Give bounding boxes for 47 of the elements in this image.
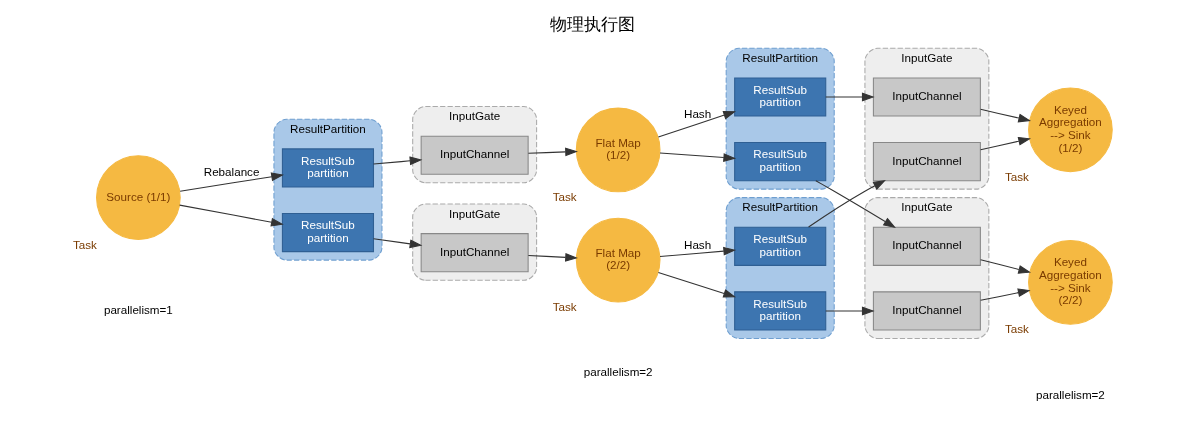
arrow — [824, 306, 875, 316]
arrow — [179, 172, 284, 192]
node-circle: Flat Map (1/2) — [575, 107, 660, 193]
node-label: Task — [72, 237, 97, 251]
node-circle: Source (1/1) — [95, 155, 181, 240]
node-box: ResultSub partition — [733, 291, 826, 331]
arrow — [658, 152, 736, 162]
node-box: ResultSub partition — [733, 77, 826, 117]
node-label: Task — [1004, 322, 1029, 336]
edge-label: Hash — [683, 106, 711, 120]
arrow — [657, 111, 736, 138]
arrow — [979, 108, 1031, 123]
arrow — [979, 288, 1031, 301]
diagram-title: 物理执行图 — [550, 15, 635, 35]
node-box: InputChannel — [872, 291, 981, 331]
arrow — [807, 180, 886, 228]
node-box: InputChannel — [420, 233, 529, 273]
node-label: Task — [552, 190, 577, 204]
edge-label: Rebalance — [203, 165, 259, 179]
arrow — [979, 136, 1031, 151]
node-circle: Keyed Aggregation --> Sink (1/2) — [1027, 87, 1113, 173]
label: parallelism=1 — [103, 302, 173, 316]
node-box: ResultSub partition — [281, 212, 374, 253]
arrow — [527, 252, 578, 262]
arrow — [658, 246, 736, 258]
node-circle: Flat Map (2/2) — [575, 217, 660, 303]
label: parallelism=2 — [583, 365, 653, 379]
node-box: ResultSub partition — [733, 142, 826, 182]
arrow — [979, 259, 1031, 274]
node-label: Task — [552, 300, 577, 314]
node-circle: Keyed Aggregation --> Sink (2/2) — [1027, 240, 1113, 325]
arrow — [372, 238, 422, 249]
arrow — [178, 204, 284, 227]
node-label: Task — [1004, 169, 1029, 183]
node-box: ResultSub partition — [281, 148, 374, 188]
node-box: InputChannel — [420, 135, 529, 175]
node-box: InputChannel — [872, 226, 981, 266]
arrow — [527, 147, 578, 157]
edge-label: Hash — [683, 238, 711, 252]
node-box: InputChannel — [872, 77, 981, 117]
arrow — [814, 180, 896, 229]
node-box: InputChannel — [872, 142, 981, 182]
arrow — [657, 272, 736, 298]
arrow — [824, 92, 875, 102]
node-box: ResultSub partition — [733, 226, 826, 266]
arrow — [372, 156, 422, 166]
label: parallelism=2 — [1035, 387, 1105, 401]
